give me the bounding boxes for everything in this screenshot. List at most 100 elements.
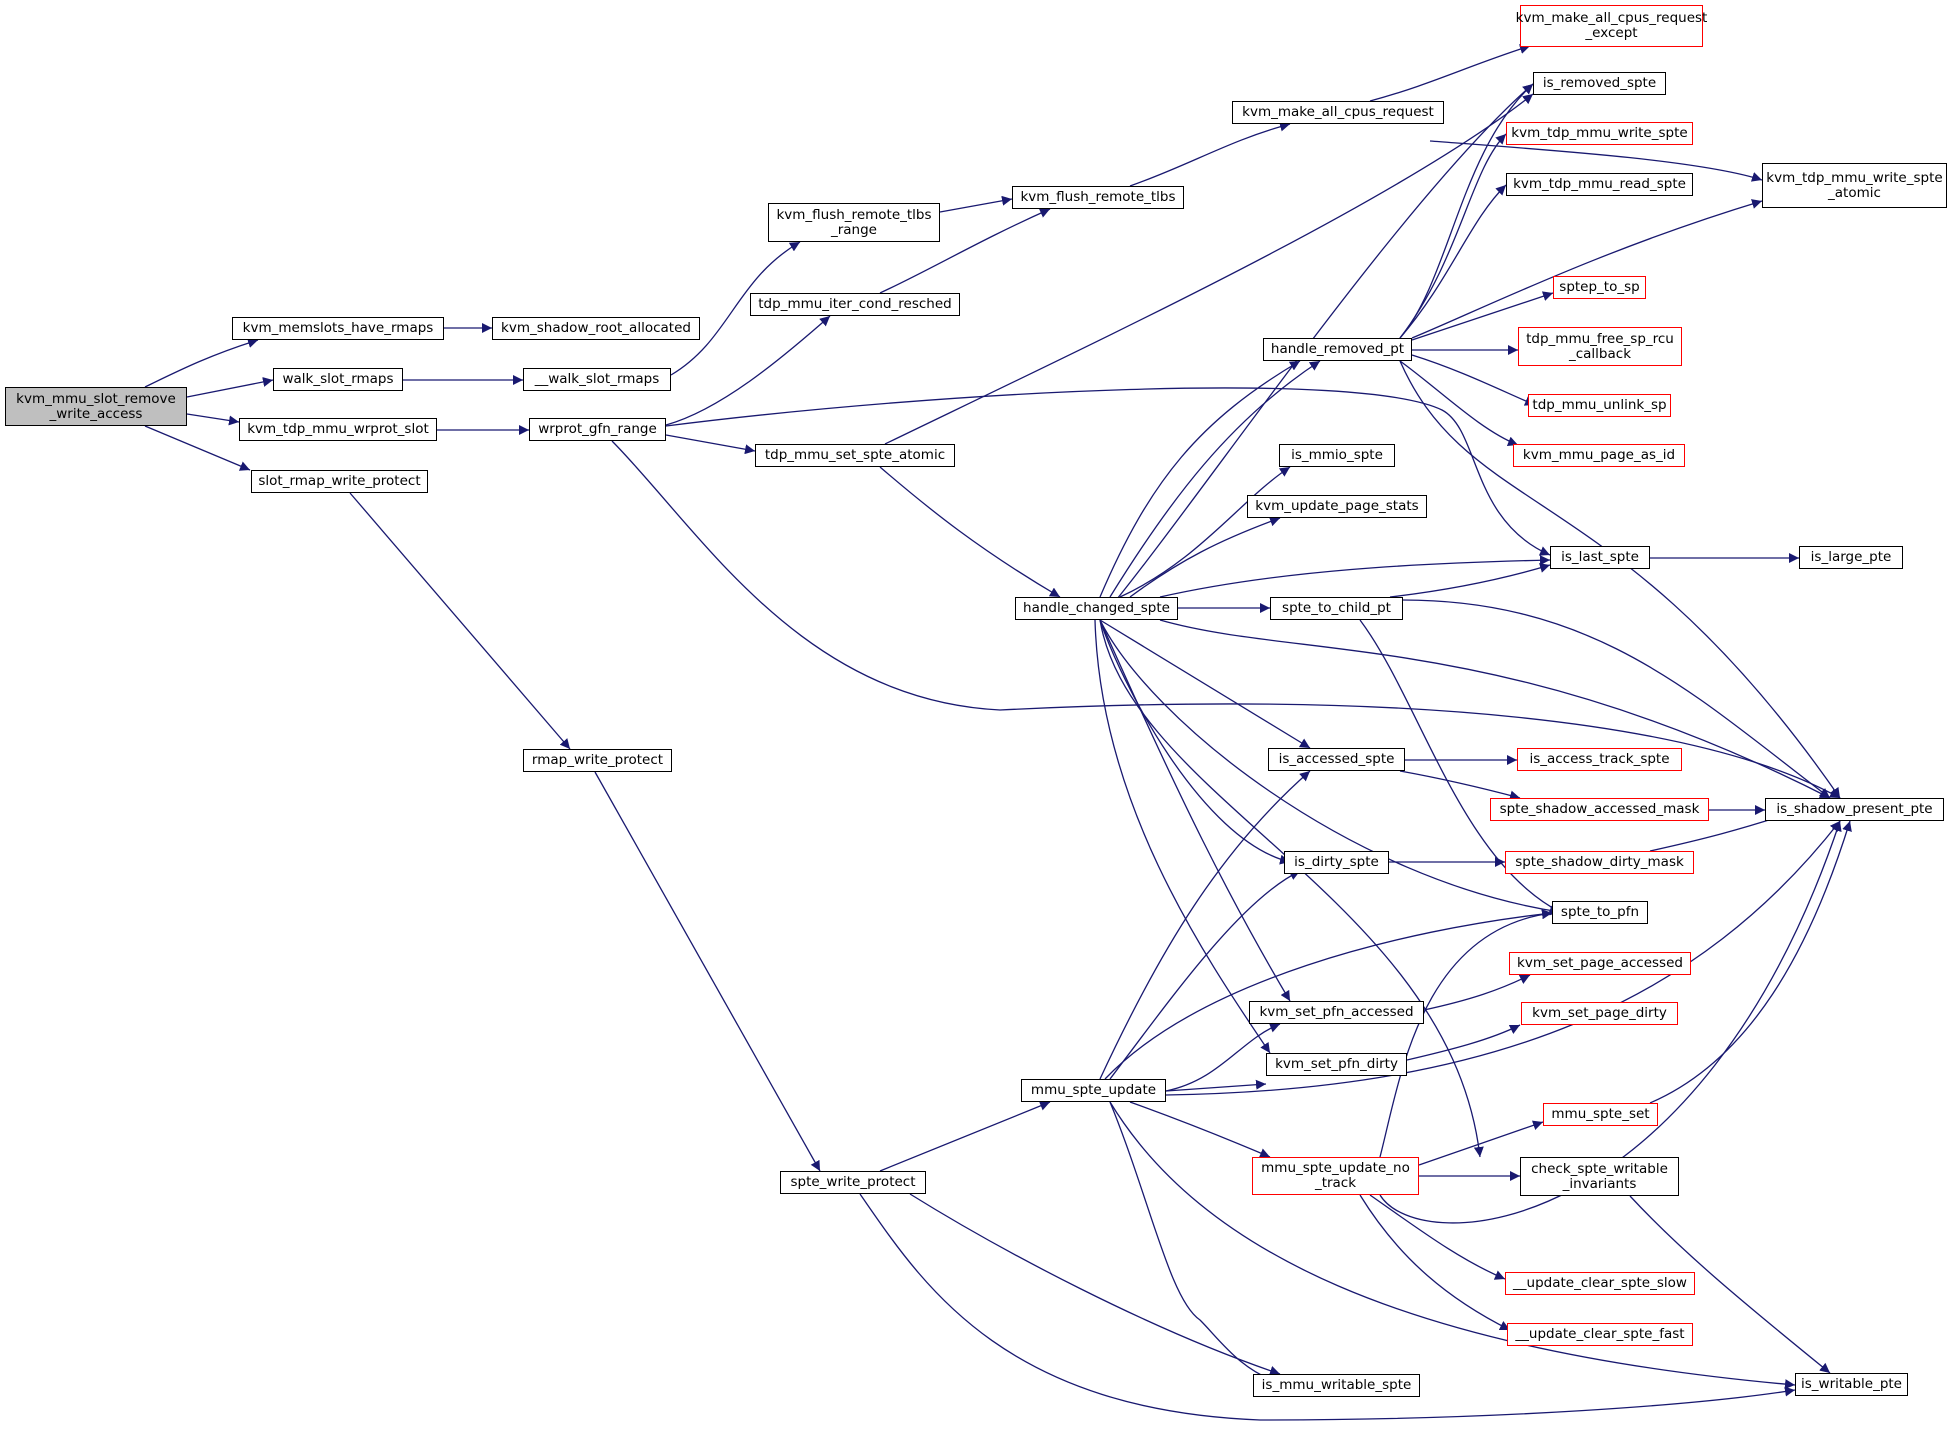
node-handle-removed-pt[interactable]: handle_removed_pt (1263, 338, 1412, 361)
call-edge (1411, 199, 1763, 339)
call-edge (1411, 291, 1554, 341)
node-kvm-mmu-slot-remove-write-access: kvm_mmu_slot_remove _write_access (5, 387, 187, 426)
call-edge (1399, 360, 1841, 799)
node-mmu-spte-set[interactable]: mmu_spte_set (1543, 1103, 1658, 1126)
node-walk-slot-rmaps-inner[interactable]: __walk_slot_rmaps (523, 368, 671, 391)
node-kvm-update-page-stats[interactable]: kvm_update_page_stats (1247, 495, 1427, 518)
call-edge (1418, 1120, 1544, 1166)
call-edge (1379, 909, 1553, 1158)
node-kvm-shadow-root-allocated[interactable]: kvm_shadow_root_allocated (492, 317, 700, 340)
call-edge (1402, 599, 1831, 799)
node-wrprot-gfn-range[interactable]: wrprot_gfn_range (529, 418, 666, 441)
call-edge (1423, 974, 1531, 1011)
node-kvm-set-pfn-accessed[interactable]: kvm_set_pfn_accessed (1249, 1001, 1424, 1024)
call-edge (1099, 619, 1291, 865)
call-edge (1099, 360, 1301, 598)
call-edge (665, 315, 831, 426)
node-mmu-spte-update[interactable]: mmu_spte_update (1021, 1079, 1166, 1102)
call-edge (1159, 555, 1551, 598)
node-update-clear-spte-slow[interactable]: __update_clear_spte_slow (1505, 1272, 1695, 1295)
node-mmu-spte-update-no-track[interactable]: mmu_spte_update_no _track (1252, 1157, 1419, 1195)
call-edge (1104, 909, 1553, 1080)
node-sptep-to-sp[interactable]: sptep_to_sp (1553, 276, 1646, 299)
call-edge (859, 1193, 1796, 1421)
node-tdp-mmu-unlink-sp[interactable]: tdp_mmu_unlink_sp (1528, 394, 1671, 417)
call-edge (879, 208, 1051, 294)
node-spte-shadow-dirty-mask[interactable]: spte_shadow_dirty_mask (1505, 851, 1694, 874)
call-edge (1406, 1024, 1521, 1061)
node-kvm-set-page-dirty[interactable]: kvm_set_page_dirty (1521, 1002, 1678, 1025)
node-is-dirty-spte[interactable]: is_dirty_spte (1284, 851, 1389, 874)
node-walk-slot-rmaps[interactable]: walk_slot_rmaps (273, 368, 403, 391)
call-edge (1094, 619, 1271, 1054)
call-edge (186, 377, 274, 398)
call-edge (1129, 121, 1291, 187)
node-is-last-spte[interactable]: is_last_spte (1550, 546, 1650, 569)
call-edge (1159, 619, 1831, 799)
call-edge (1099, 619, 1311, 749)
node-kvm-memslots-have-rmaps[interactable]: kvm_memslots_have_rmaps (232, 317, 444, 340)
node-kvm-tdp-mmu-write-spte-atomic[interactable]: kvm_tdp_mmu_write_spte _atomic (1762, 163, 1947, 208)
call-edge (1369, 44, 1531, 102)
call-edge (884, 93, 1534, 445)
call-edge (1389, 563, 1551, 598)
node-is-writable-pte[interactable]: is_writable_pte (1795, 1373, 1908, 1396)
node-is-removed-spte[interactable]: is_removed_spte (1533, 72, 1666, 95)
call-edge (1165, 1023, 1281, 1092)
call-edge (665, 434, 756, 455)
call-edge (144, 338, 259, 388)
call-edge (1099, 619, 1291, 1002)
call-edge (909, 1193, 1281, 1376)
call-edge (349, 492, 571, 750)
node-is-mmio-spte[interactable]: is_mmio_spte (1279, 444, 1395, 467)
node-kvm-mmu-page-as-id[interactable]: kvm_mmu_page_as_id (1513, 444, 1685, 467)
call-edge (1359, 1194, 1511, 1331)
call-edge (1099, 770, 1311, 1080)
node-check-spte-writable-invariants[interactable]: check_spte_writable _invariants (1520, 1157, 1679, 1196)
node-slot-rmap-write-protect[interactable]: slot_rmap_write_protect (251, 470, 428, 493)
call-edge (1399, 184, 1507, 339)
node-kvm-tdp-mmu-wrprot-slot[interactable]: kvm_tdp_mmu_wrprot_slot (239, 418, 437, 441)
node-is-shadow-present-pte[interactable]: is_shadow_present_pte (1765, 798, 1944, 821)
call-edge (1429, 140, 1763, 182)
node-kvm-tdp-mmu-write-spte[interactable]: kvm_tdp_mmu_write_spte (1506, 122, 1693, 145)
node-is-accessed-spte[interactable]: is_accessed_spte (1268, 748, 1405, 771)
node-kvm-make-all-cpus-request-except[interactable]: kvm_make_all_cpus_request _except (1516, 5, 1707, 47)
node-handle-changed-spte[interactable]: handle_changed_spte (1015, 597, 1178, 620)
node-kvm-tdp-mmu-read-spte[interactable]: kvm_tdp_mmu_read_spte (1506, 173, 1693, 196)
call-edge (1369, 1194, 1506, 1280)
call-edge (1399, 360, 1519, 446)
node-kvm-set-page-accessed[interactable]: kvm_set_page_accessed (1509, 952, 1691, 975)
call-edge (1129, 516, 1281, 598)
node-is-access-track-spte[interactable]: is_access_track_spte (1517, 748, 1682, 771)
call-edge (594, 771, 821, 1172)
node-kvm-set-pfn-dirty[interactable]: kvm_set_pfn_dirty (1266, 1053, 1407, 1076)
node-tdp-mmu-set-spte-atomic[interactable]: tdp_mmu_set_spte_atomic (755, 444, 955, 467)
node-is-mmu-writable-spte[interactable]: is_mmu_writable_spte (1253, 1374, 1420, 1397)
call-edge (1109, 1101, 1796, 1390)
call-edge (144, 425, 251, 471)
node-spte-shadow-accessed-mask[interactable]: spte_shadow_accessed_mask (1490, 798, 1709, 821)
node-spte-to-pfn[interactable]: spte_to_pfn (1552, 901, 1648, 924)
node-is-large-pte[interactable]: is_large_pte (1799, 546, 1903, 569)
node-tdp-mmu-free-sp-rcu-callback[interactable]: tdp_mmu_free_sp_rcu _callback (1518, 327, 1682, 366)
node-spte-to-child-pt[interactable]: spte_to_child_pt (1270, 597, 1403, 620)
node-tdp-mmu-iter-cond-resched[interactable]: tdp_mmu_iter_cond_resched (750, 293, 960, 316)
call-edge (1165, 1079, 1267, 1092)
call-edge (1109, 870, 1301, 1080)
node-kvm-flush-remote-tlbs[interactable]: kvm_flush_remote_tlbs (1012, 186, 1184, 209)
node-kvm-make-all-cpus-request[interactable]: kvm_make_all_cpus_request (1232, 101, 1444, 124)
node-rmap-write-protect[interactable]: rmap_write_protect (523, 749, 672, 772)
call-edge (1109, 360, 1321, 598)
call-edge (611, 440, 1841, 799)
call-edge (1629, 1195, 1831, 1374)
call-edge (1119, 466, 1291, 598)
node-spte-write-protect[interactable]: spte_write_protect (780, 1171, 926, 1194)
call-edge (879, 1101, 1051, 1172)
call-edge (1411, 354, 1536, 406)
call-edge (665, 387, 1551, 556)
node-update-clear-spte-fast[interactable]: __update_clear_spte_fast (1507, 1323, 1693, 1346)
node-kvm-flush-remote-tlbs-range[interactable]: kvm_flush_remote_tlbs _range (768, 203, 940, 242)
